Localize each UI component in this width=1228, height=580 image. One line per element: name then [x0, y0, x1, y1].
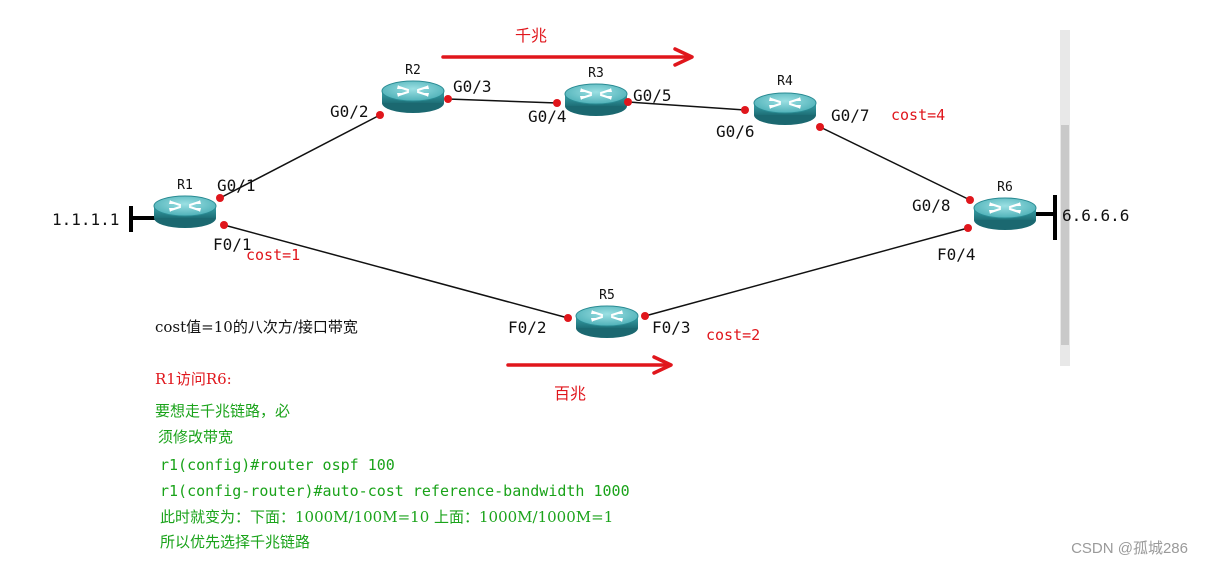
router-r5[interactable]	[574, 304, 640, 340]
link-r3-r4	[627, 101, 746, 111]
iface-r4-g07: G0/7	[831, 106, 870, 125]
note-line: 此时就变为：下面：1000M/100M=10 上面：1000M/1000M=1	[160, 508, 613, 526]
iface-r3-g04: G0/4	[528, 107, 567, 126]
scrollbar-thumb[interactable]	[1061, 125, 1069, 345]
network-r1-loopback: 1.1.1.1	[52, 210, 119, 229]
port-dot-r1-g01	[216, 194, 224, 202]
iface-r2-g03: G0/3	[453, 77, 492, 96]
iface-r3-g05: G0/5	[633, 86, 672, 105]
note-line: r1(config)#router ospf 100	[160, 456, 395, 474]
router-label-r6: R6	[997, 180, 1013, 195]
port-dot-r4-g07	[816, 123, 824, 131]
router-label-r5: R5	[599, 288, 615, 303]
port-dot-r3-g04	[553, 99, 561, 107]
links	[219, 98, 971, 319]
port-dot-r1-f01	[220, 221, 228, 229]
note-line: 须修改带宽	[158, 428, 233, 446]
gigabit-path-arrow	[441, 47, 694, 67]
router-label-r4: R4	[777, 74, 793, 89]
gigabit-path-label: 千兆	[515, 26, 547, 45]
router-label-r1: R1	[177, 178, 193, 193]
port-dot-r5-f02	[564, 314, 572, 322]
iface-r6-g08: G0/8	[912, 196, 951, 215]
fast-ethernet-path-arrow	[506, 355, 673, 375]
notes-heading: R1访问R6:	[155, 370, 232, 388]
port-dot-r2-g03	[444, 95, 452, 103]
router-label-r3: R3	[588, 66, 604, 81]
port-dot-r2-g02	[376, 111, 384, 119]
port-dot-r3-g05	[624, 98, 632, 106]
router-label-r2: R2	[405, 63, 421, 78]
note-line: 所以优先选择千兆链路	[160, 533, 310, 551]
iface-r5-f03: F0/3	[652, 318, 691, 337]
router-r4[interactable]	[752, 91, 818, 127]
note-line: 要想走千兆链路，必	[155, 402, 290, 420]
watermark: CSDN @孤城286	[1071, 540, 1188, 557]
iface-r1-g01: G0/1	[217, 176, 256, 195]
port-dot-r5-f03	[641, 312, 649, 320]
cost-label-r1-r5: cost=1	[246, 246, 300, 264]
link-r2-r3	[447, 98, 558, 104]
cost-formula-note: cost值=10的八次方/接口带宽	[155, 318, 358, 336]
port-dot-r6-f04	[964, 224, 972, 232]
router-r2[interactable]	[380, 79, 446, 115]
link-r1-r5	[223, 224, 569, 319]
fast-ethernet-path-label: 百兆	[554, 384, 586, 403]
cost-label-r4-r6: cost=4	[891, 106, 945, 124]
note-line: r1(config-router)#auto-cost reference-ba…	[160, 482, 630, 500]
link-r5-r6	[644, 227, 969, 317]
iface-r6-f04: F0/4	[937, 245, 976, 264]
link-r1-r2	[219, 114, 381, 199]
link-r4-r6	[819, 126, 971, 201]
port-dot-r6-g08	[966, 196, 974, 204]
iface-r5-f02: F0/2	[508, 318, 547, 337]
router-r6[interactable]	[972, 196, 1038, 232]
cost-label-r5-r6: cost=2	[706, 326, 760, 344]
router-r1[interactable]	[152, 194, 218, 230]
iface-r2-g02: G0/2	[330, 102, 369, 121]
iface-r4-g06: G0/6	[716, 122, 755, 141]
iface-r1-f01: F0/1	[213, 235, 252, 254]
network-r6-loopback: 6.6.6.6	[1062, 206, 1129, 225]
port-dot-r4-g06	[741, 106, 749, 114]
router-r3[interactable]	[563, 82, 629, 118]
port-dots	[216, 95, 974, 322]
